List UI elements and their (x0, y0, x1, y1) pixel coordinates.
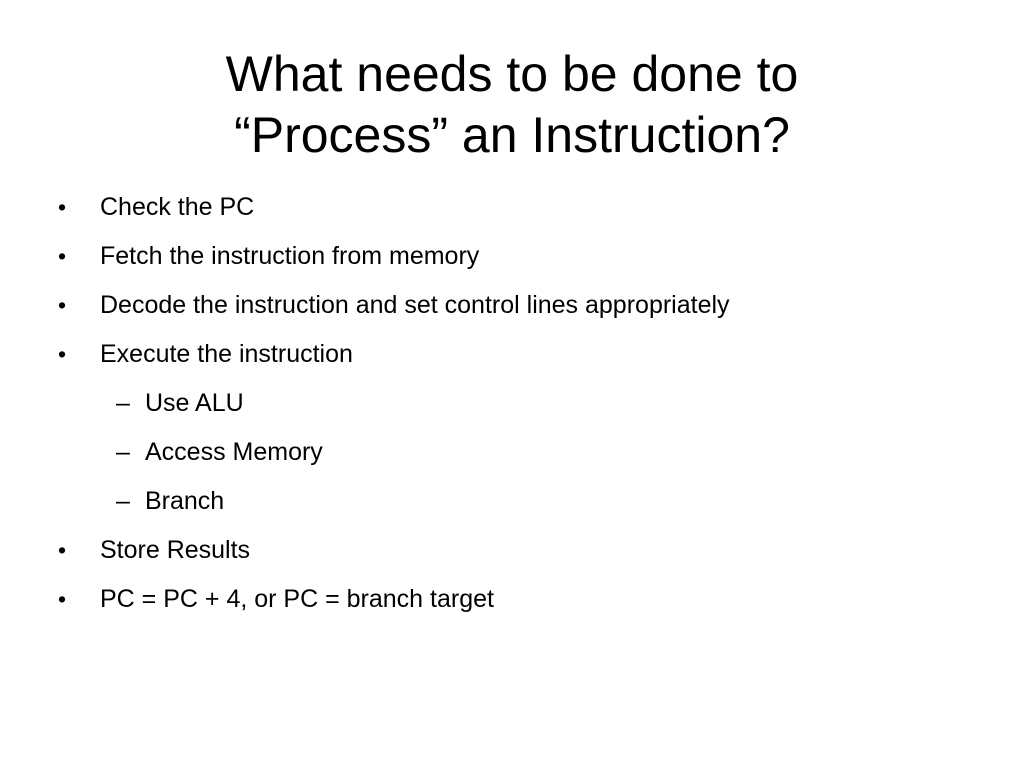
sub-bullet-item-access-memory: – Access Memory (58, 428, 978, 477)
bullet-item-fetch: • Fetch the instruction from memory (58, 232, 978, 281)
sub-bullet-text: Use ALU (145, 389, 244, 417)
bullet-marker: • (58, 341, 67, 367)
bullet-item-decode: • Decode the instruction and set control… (58, 281, 978, 330)
sub-bullet-item-use-alu: – Use ALU (58, 379, 978, 428)
bullet-text: Fetch the instruction from memory (100, 242, 480, 270)
bullet-marker: • (58, 243, 67, 269)
slide-title-line-2: “Process” an Instruction? (234, 107, 790, 163)
slide-title-line-1: What needs to be done to (225, 46, 799, 102)
bullet-marker: • (58, 586, 67, 612)
bullet-text: Decode the instruction and set control l… (100, 291, 730, 319)
dash-marker: – (116, 389, 130, 417)
bullet-marker: • (58, 537, 67, 563)
sub-bullet-text: Access Memory (145, 438, 323, 466)
bullet-text: Check the PC (100, 193, 255, 221)
bullet-text: Execute the instruction (100, 340, 353, 368)
sub-bullet-text: Branch (145, 487, 225, 515)
dash-marker: – (116, 438, 130, 466)
bullet-item-pc-update: • PC = PC + 4, or PC = branch target (58, 575, 978, 624)
bullet-text: Store Results (100, 536, 251, 564)
bullet-text: PC = PC + 4, or PC = branch target (100, 585, 494, 613)
bullet-list: • Check the PC • Fetch the instruction f… (58, 183, 978, 624)
bullet-item-store-results: • Store Results (58, 526, 978, 575)
bullet-marker: • (58, 194, 67, 220)
sub-bullet-item-branch: – Branch (58, 477, 978, 526)
dash-marker: – (116, 487, 130, 515)
bullet-marker: • (58, 292, 67, 318)
slide-title: What needs to be done to “Process” an In… (80, 44, 944, 166)
bullet-item-check-pc: • Check the PC (58, 183, 978, 232)
bullet-item-execute: • Execute the instruction (58, 330, 978, 379)
